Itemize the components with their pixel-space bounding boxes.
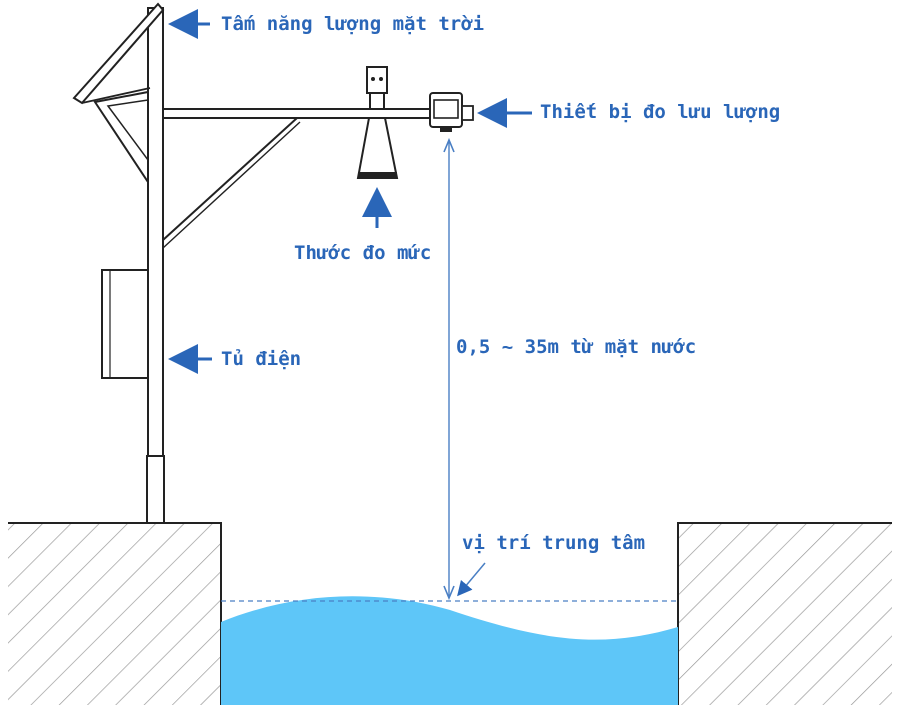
river-water <box>221 596 678 705</box>
horizontal-arm <box>162 108 464 249</box>
center-position-arrow-icon <box>457 562 486 597</box>
flow-meter-label: Thiết bị đo lưu lượng <box>540 101 781 123</box>
range-label: 0,5 ~ 35m từ mặt nước <box>456 336 697 358</box>
mounting-pole <box>146 7 165 524</box>
electrical-cabinet <box>101 269 149 379</box>
level-gauge-label: Thước đo mức <box>294 242 432 264</box>
solar-panel <box>72 2 165 186</box>
solar-panel-label: Tấm năng lượng mặt trời <box>221 13 485 35</box>
level-gauge-device <box>356 66 399 179</box>
cabinet-label: Tủ điện <box>221 348 302 370</box>
flow-meter-device <box>429 92 474 132</box>
left-bank <box>8 522 222 705</box>
center-position-label: vị trí trung tâm <box>462 532 646 554</box>
measurement-range-line <box>443 137 455 601</box>
right-bank <box>677 522 892 705</box>
